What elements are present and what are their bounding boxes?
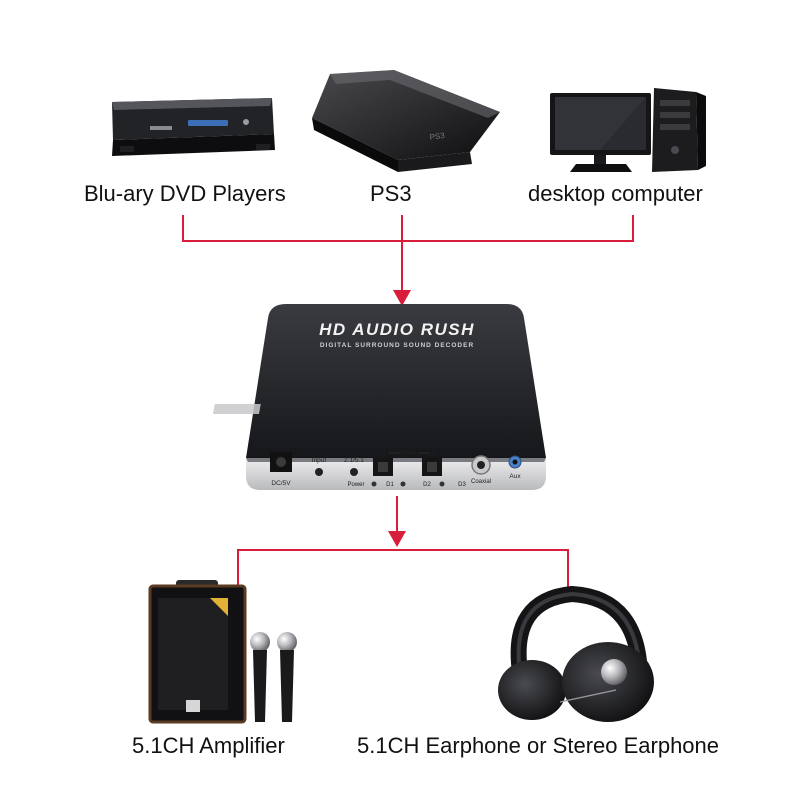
decoder-title: HD AUDIO RUSH <box>319 320 475 339</box>
input-arrow-head <box>393 290 411 306</box>
source-label-desktop: desktop computer <box>528 181 703 206</box>
port-label-input: Input <box>312 457 327 464</box>
output-label-amplifier: 5.1CH Amplifier <box>132 733 285 758</box>
microphones-icon <box>250 632 297 722</box>
audio-decoder-device: HD AUDIO RUSH DIGITAL SURROUND SOUND DEC… <box>213 304 546 490</box>
desktop-computer-icon <box>550 88 706 172</box>
bluray-player-icon <box>112 98 275 156</box>
port-label-d1: D1 <box>386 482 394 488</box>
amplifier-speaker-icon <box>148 580 247 724</box>
port-label-coaxial: Coaxial <box>471 479 491 485</box>
power-led <box>371 481 377 487</box>
port-label-dc: DC/5V <box>271 480 291 487</box>
port-label-power: Power <box>347 482 364 488</box>
svg-text:PS3: PS3 <box>429 131 446 142</box>
port-label-d3: D3 <box>458 482 466 488</box>
output-connectors <box>237 496 569 590</box>
headphones-icon <box>498 585 654 722</box>
d2-led <box>439 481 445 487</box>
port-label-spdif: Spdif <box>402 450 417 457</box>
input-button <box>315 468 323 476</box>
input-connectors <box>182 215 634 290</box>
port-label-spdif-1: 1 <box>382 450 386 457</box>
port-label-spdif-2: 2 <box>432 450 436 457</box>
mode-button <box>350 468 358 476</box>
ps3-console-icon: PS3 <box>312 70 500 172</box>
port-label-d2: D2 <box>423 482 431 488</box>
decoder-subtitle: DIGITAL SURROUND SOUND DECODER <box>320 342 474 349</box>
output-arrow-head <box>388 531 406 547</box>
bluray-connector-line <box>182 215 634 242</box>
output-label-earphone: 5.1CH Earphone or Stereo Earphone <box>357 733 720 758</box>
source-label-bluray: Blu-ary DVD Players <box>84 181 286 206</box>
port-label-aux: Aux <box>509 473 521 480</box>
d1-led <box>400 481 406 487</box>
output-split-line <box>237 549 569 590</box>
source-label-ps3: PS3 <box>370 181 412 206</box>
port-label-mode: 2.1/5.1 <box>344 457 364 464</box>
